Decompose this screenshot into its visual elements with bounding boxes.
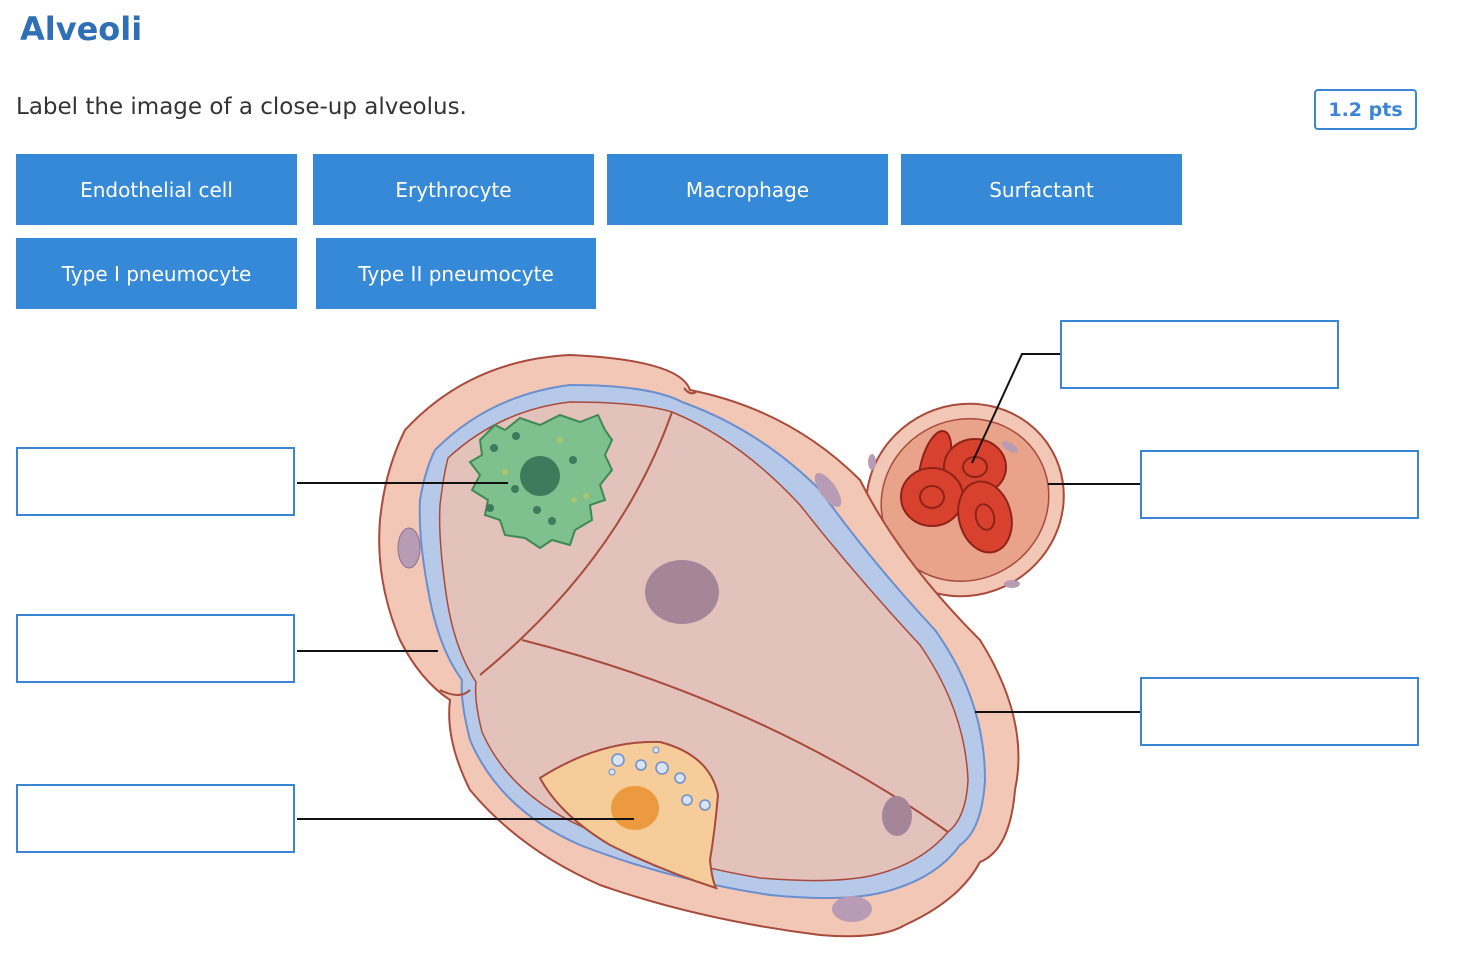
term-erythrocyte[interactable]: Erythrocyte xyxy=(313,154,594,225)
drop-zone-left-top[interactable] xyxy=(16,447,295,516)
page-title: Alveoli xyxy=(20,10,143,48)
drop-zone-right-upper[interactable] xyxy=(1140,450,1419,519)
points-badge: 1.2 pts xyxy=(1314,89,1417,130)
term-type-2-pneumocyte[interactable]: Type II pneumocyte xyxy=(316,238,596,309)
term-type-1-pneumocyte[interactable]: Type I pneumocyte xyxy=(16,238,297,309)
drop-zone-right-lower[interactable] xyxy=(1140,677,1419,746)
erythrocytes xyxy=(900,429,1013,554)
drop-zone-left-bottom[interactable] xyxy=(16,784,295,853)
term-macrophage[interactable]: Macrophage xyxy=(607,154,888,225)
term-surfactant[interactable]: Surfactant xyxy=(901,154,1182,225)
drop-zone-right-top[interactable] xyxy=(1060,320,1339,389)
type-2-pneumocyte-cell xyxy=(538,740,720,890)
drop-zone-left-middle[interactable] xyxy=(16,614,295,683)
leader-lines xyxy=(297,353,1140,820)
term-endothelial-cell[interactable]: Endothelial cell xyxy=(16,154,297,225)
macrophage-cell xyxy=(468,413,614,550)
question-prompt: Label the image of a close-up alveolus. xyxy=(16,94,467,120)
